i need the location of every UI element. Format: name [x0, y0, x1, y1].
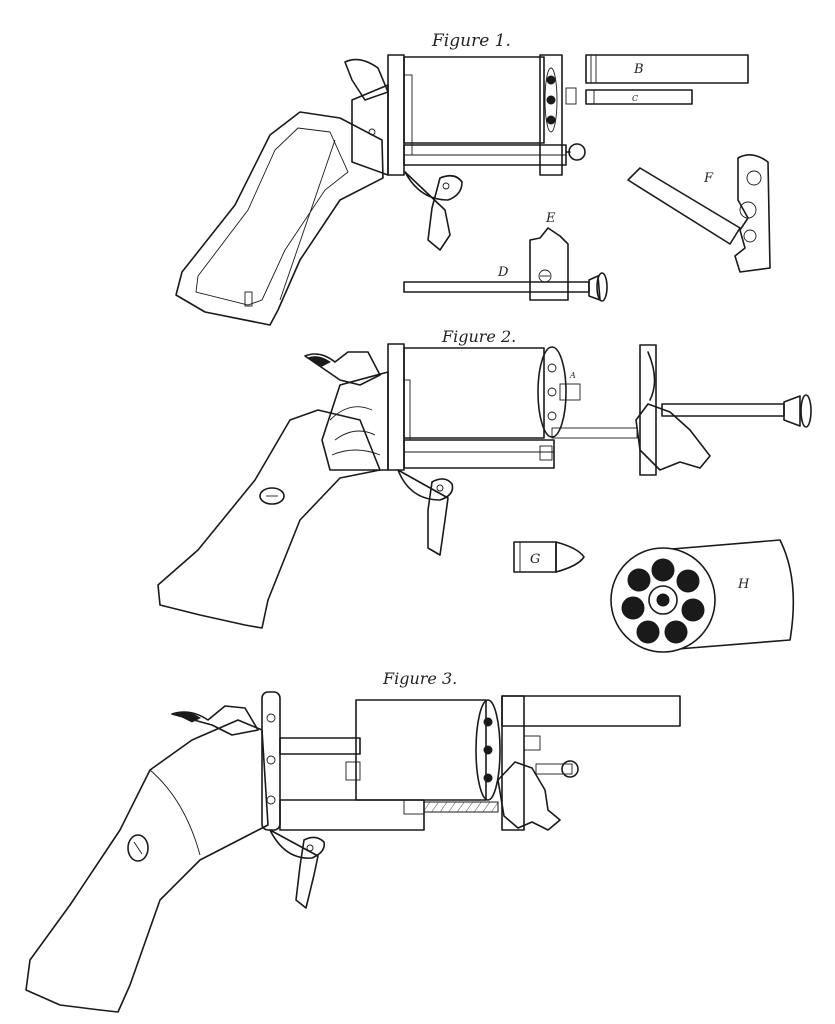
- figure-2-title: Figure 2.: [441, 327, 516, 346]
- figure-3-grip: [25, 719, 269, 1013]
- figure-2-trigger: [397, 469, 454, 556]
- figure-3-trigger: [269, 829, 326, 909]
- figure-1-trigger: [404, 171, 463, 251]
- figure-2-hammer: [304, 351, 381, 386]
- figure-1-grip-inner: [195, 127, 349, 306]
- label-a: A: [569, 371, 576, 380]
- cylinder-h-chambers: [621, 558, 705, 644]
- figure-2-cartridge-g: G: [513, 541, 585, 573]
- figure-3: Figure 3.: [25, 669, 681, 1013]
- figure-2-breech: [387, 343, 405, 471]
- figure-2-grip: [157, 409, 381, 629]
- figure-1-rod-knob: [568, 143, 586, 161]
- figure-1-cylinder: [403, 56, 545, 144]
- label-g: G: [530, 552, 540, 567]
- label-d: D: [497, 265, 509, 280]
- figure-1-title: Figure 1.: [431, 31, 511, 51]
- label-h: H: [737, 577, 750, 592]
- figure-3-title: Figure 3.: [382, 669, 457, 688]
- figure-1-part-c-tube: C: [585, 89, 693, 105]
- figure-2: Figure 2. A: [157, 327, 812, 653]
- figure-3-hammer: [171, 705, 259, 736]
- figure-1-breech: [387, 54, 405, 176]
- figure-3-ratchet: [423, 801, 499, 813]
- figure-3-barrel: [501, 695, 681, 727]
- figure-1-part-f-loading-lever: F: [627, 154, 771, 273]
- label-c: C: [632, 94, 638, 103]
- figure-2-ramrod-assembly: [635, 344, 812, 476]
- figure-1-part-e-lever: E: [529, 211, 569, 301]
- figure-1-part-d-rod: D: [403, 265, 608, 302]
- label-b: B: [633, 62, 644, 77]
- figure-1-part-b-barrel: B: [585, 54, 749, 84]
- figure-2-engraved-frame: [321, 371, 389, 471]
- label-e: E: [545, 211, 556, 226]
- figure-3-loading-lever: [497, 761, 561, 831]
- figure-1-grip: [175, 111, 384, 326]
- figure-2-cylinder: [403, 347, 545, 439]
- figure-1: Figure 1. B: [175, 31, 771, 326]
- figure-2-cylinder-face: [537, 346, 567, 438]
- label-f: F: [703, 171, 714, 186]
- figure-3-cylinder: [355, 699, 487, 801]
- figure-1-hammer: [344, 58, 389, 101]
- figure-2-cylinder-h: H: [610, 539, 795, 653]
- figure-3-cylinder-face: [475, 699, 501, 801]
